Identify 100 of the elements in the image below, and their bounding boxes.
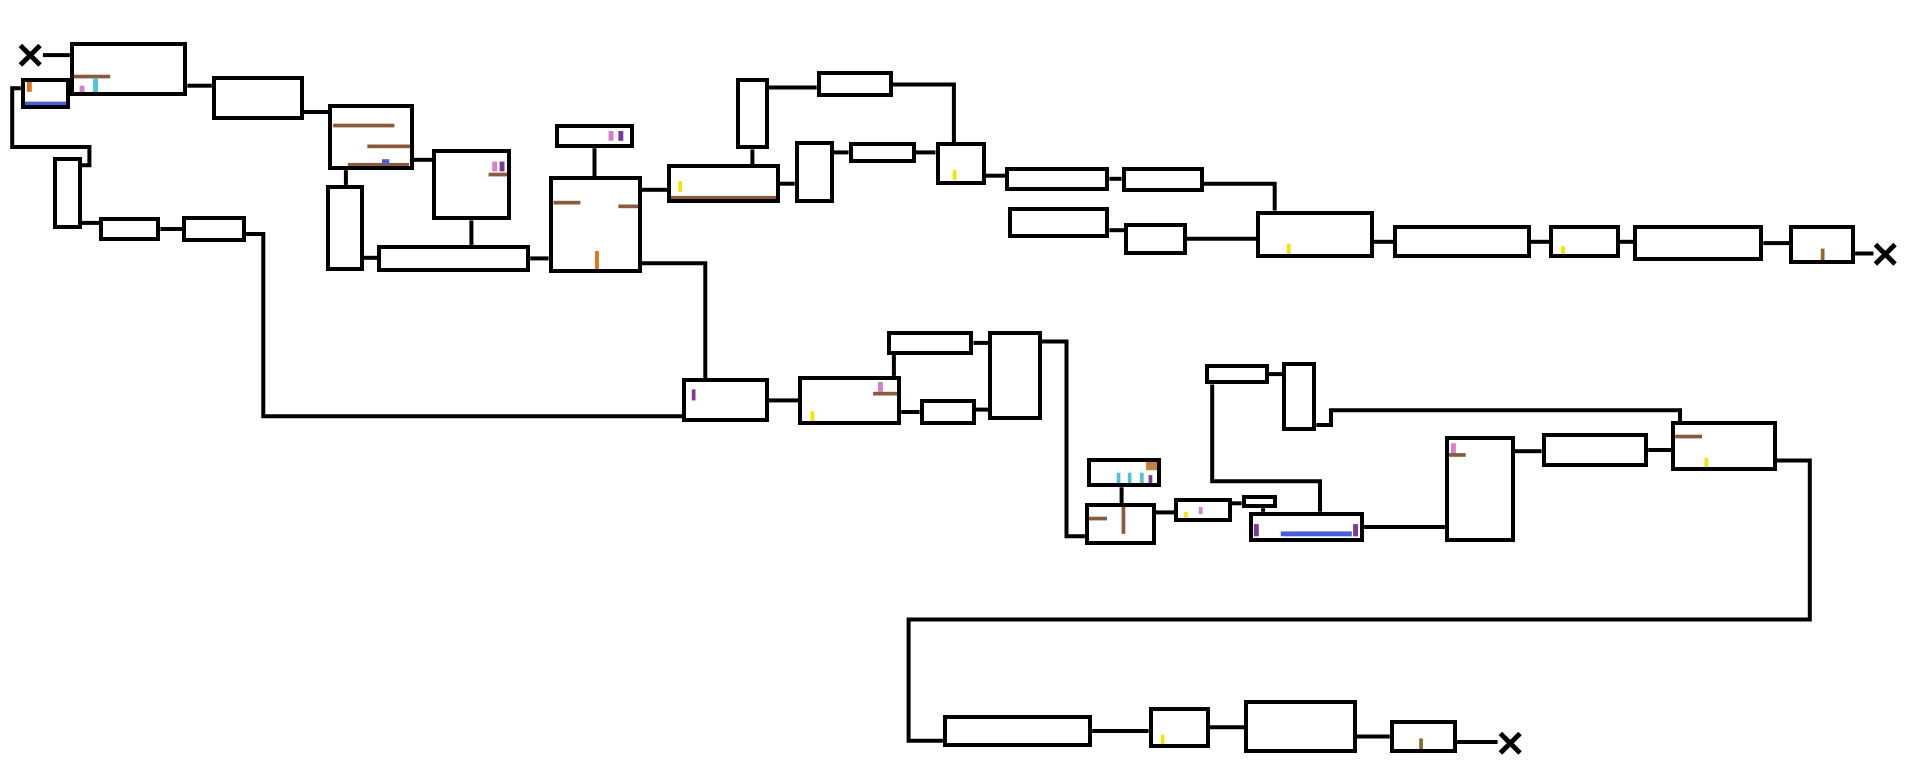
room-box (1248, 511, 1365, 543)
connector-line (1231, 501, 1242, 506)
room-box (816, 71, 893, 97)
room-box (1244, 700, 1357, 754)
room-box (1084, 503, 1156, 545)
room-box (798, 375, 902, 425)
end-cross (18, 42, 43, 68)
room-box (667, 164, 780, 204)
room-box (52, 156, 82, 229)
connector-line (160, 227, 183, 231)
connector-line (833, 150, 849, 155)
connector-line (1109, 228, 1125, 233)
connector-line (780, 181, 795, 186)
room-box (735, 78, 769, 150)
connector-line (1042, 339, 1085, 539)
connector-line (1364, 525, 1445, 530)
room-box (69, 41, 188, 96)
room-box (1174, 498, 1232, 522)
connector-line (1530, 239, 1549, 244)
connector-line (1457, 740, 1498, 744)
connector-line (303, 110, 329, 114)
room-box (1548, 225, 1620, 259)
room-box (1005, 166, 1110, 191)
room-box (182, 215, 247, 243)
room-box (935, 142, 986, 185)
room-box (682, 378, 769, 423)
connector-line (769, 85, 817, 90)
connector-line (1186, 236, 1257, 241)
connector-line (892, 82, 956, 142)
room-box (1788, 225, 1856, 265)
connector-line (769, 398, 799, 403)
connector-line (641, 261, 708, 379)
room-box (432, 149, 511, 221)
connector-line (592, 148, 597, 177)
room-box (1124, 222, 1187, 255)
connector-line (1203, 181, 1277, 211)
connector-line (469, 220, 474, 245)
room-box (886, 330, 974, 356)
room-box (211, 75, 304, 120)
connector-line (973, 340, 989, 345)
connector-line (1373, 239, 1394, 244)
connector-line (246, 231, 682, 419)
room-box (1256, 210, 1374, 259)
connector-line (1356, 734, 1390, 739)
connector-line (1855, 251, 1874, 256)
room-box (1633, 225, 1764, 261)
room-box (1389, 720, 1458, 754)
room-box (554, 123, 635, 149)
connector-line (82, 220, 100, 225)
room-box (1444, 435, 1515, 543)
connector-line (1119, 487, 1124, 504)
connector-line (1316, 408, 1682, 427)
room-box (1393, 225, 1531, 259)
connector-line (985, 173, 1006, 178)
connector-line (1109, 176, 1122, 181)
room-box (1282, 362, 1317, 431)
connector-line (187, 83, 212, 88)
connector-line (891, 355, 896, 376)
end-cross (1497, 731, 1523, 756)
room-box (848, 142, 916, 163)
connector-line (901, 410, 920, 414)
connector-line (1209, 725, 1245, 730)
room-box (99, 216, 161, 242)
room-box (1121, 166, 1204, 193)
connector-line (530, 256, 549, 261)
connector-line (641, 187, 668, 192)
connector-line (915, 150, 936, 155)
connector-line (975, 407, 989, 412)
room-box (1241, 494, 1278, 509)
connector-line (413, 157, 433, 162)
room-box (325, 184, 364, 271)
connector-line (1092, 729, 1149, 733)
room-box (794, 140, 834, 204)
connector-line (1763, 241, 1789, 246)
room-box (1204, 363, 1269, 385)
room-box (548, 176, 642, 274)
connector-line (1648, 448, 1672, 452)
connector-line (42, 53, 70, 58)
connector-line (1261, 508, 1266, 512)
connector-line (1620, 239, 1634, 244)
connector-line (343, 170, 348, 185)
room-box (1671, 421, 1777, 472)
room-box (1087, 457, 1161, 488)
connector-line (1155, 510, 1175, 515)
connector-line (363, 255, 378, 260)
connector-line (1514, 449, 1542, 454)
connector-line (1210, 384, 1322, 512)
connector-line (750, 149, 755, 165)
room-box (1541, 433, 1649, 467)
room-box (988, 330, 1043, 420)
connector-line (1268, 372, 1282, 377)
room-box (377, 244, 531, 272)
connector-line (906, 458, 1812, 743)
room-box (942, 715, 1093, 747)
end-cross (1873, 242, 1898, 267)
connector-line (10, 86, 92, 168)
room-box (20, 78, 70, 109)
room-box (328, 104, 414, 171)
room-box (1148, 706, 1210, 749)
room-box (1007, 206, 1110, 238)
